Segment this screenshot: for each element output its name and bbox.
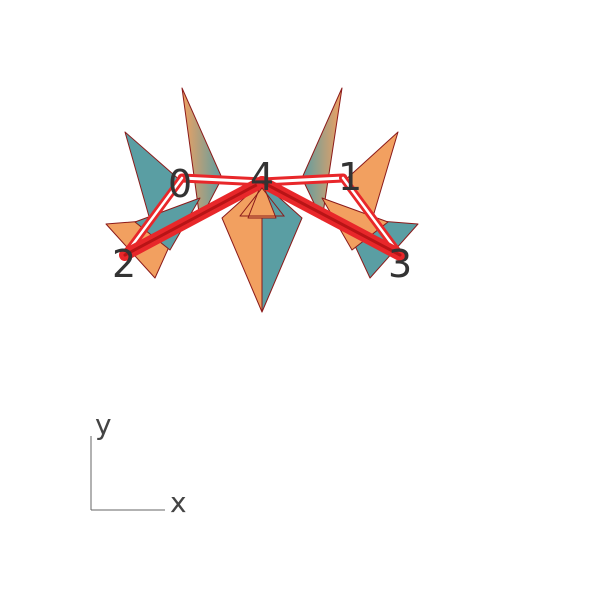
- edge-0-2-inner: [123, 176, 184, 257]
- node-labels: 0 4 1 2 3: [112, 155, 412, 286]
- edge-1-3-inner: [341, 176, 402, 257]
- node-label-1: 1: [338, 155, 362, 199]
- node-label-0: 0: [168, 162, 192, 206]
- axes-indicator: y x: [90, 408, 187, 519]
- node-label-2: 2: [112, 242, 136, 286]
- y-axis-label: y: [95, 408, 112, 441]
- node-label-3: 3: [388, 242, 412, 286]
- x-axis-label: x: [170, 486, 187, 519]
- fin-center-back: [247, 181, 277, 219]
- edge-2-4-shade: [123, 180, 264, 257]
- fin-back-right: [301, 87, 343, 221]
- truss-edges: [119, 173, 406, 261]
- node-label-4: 4: [250, 155, 274, 199]
- edge-3-4-shade: [260, 180, 402, 257]
- fin-shapes: [105, 87, 419, 313]
- edge-4-1-inner: [260, 176, 345, 184]
- apex-frame: [239, 187, 286, 217]
- edge-0-4-inner: [180, 176, 264, 184]
- fin-back-left: [181, 87, 223, 221]
